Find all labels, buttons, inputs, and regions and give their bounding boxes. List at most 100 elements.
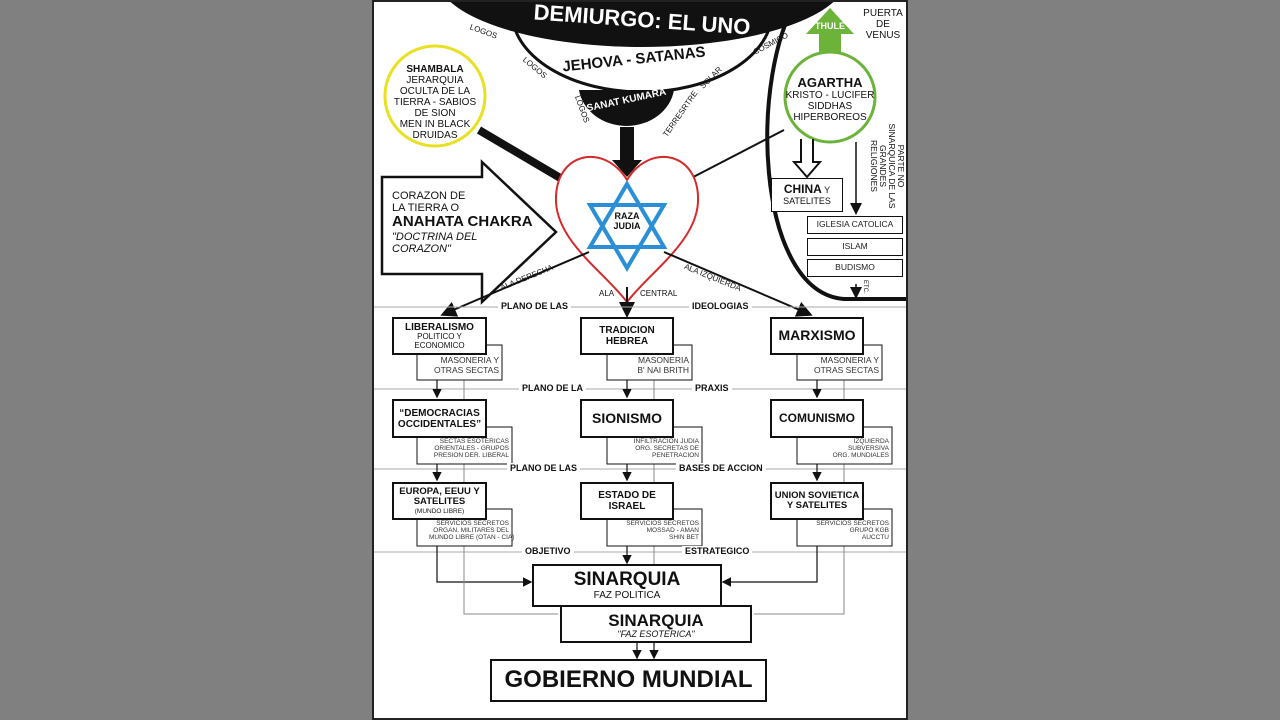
agartha-circle [783,50,877,144]
side-line: PRESION DER. LIBERAL [433,451,509,459]
ala-central-1: ALA [599,289,615,298]
sinarquia-title: SINARQUIA [573,568,681,590]
agartha-line: HIPERBOREOS [793,112,867,124]
thule-arrow-shaft [819,32,841,57]
religion-item: BUDISMO [807,259,903,277]
side-line: PENETRACION [652,451,699,459]
plane-label: ESTRATEGICO [682,546,753,556]
shambala-line: OCULTA DE LA [399,86,471,97]
israel-box: ESTADO DE ISRAEL [580,482,674,520]
down-arrow [612,160,642,177]
ala-central-2: CENTRAL [640,289,678,298]
plane-label: PRAXIS [692,383,732,393]
side-line: MASONERIA [637,355,689,365]
side-line: MOSSAD - AMAN [646,526,699,534]
agartha-title: AGARTHA [797,75,863,90]
agartha-line: KRISTO - LUCIFER [785,90,875,102]
china-title: CHINA [783,182,822,197]
shambala-line: TIERRA - SABIOS [393,97,477,108]
side-line: GRUPO KGB [849,526,889,534]
down-arrow-shaft [620,127,634,162]
shambala-line: JERARQUIA [406,75,464,86]
anahata-label: ANAHATA CHAKRA [392,213,533,231]
corazon-line: LA TIERRA O [392,202,460,215]
box-sub: (MUNDO LIBRE) [414,507,465,515]
corazon-line: "DOCTRINA DEL [392,230,478,243]
sinarquia-esoterica-box: SINARQUIA"FAZ ESOTERICA" [560,605,752,643]
china-y: Y [824,185,831,196]
puerta-line: PUERTA [863,8,903,19]
plane-label: OBJETIVO [522,546,574,556]
plane-label: PLANO DE LA [519,383,587,393]
box-title: EUROPA, EEUU Y SATELITES [399,485,480,508]
corazon-text: CORAZON DE LA TIERRA O ANAHATA CHAKRA "D… [392,190,533,255]
marxismo-box: MARXISMO [770,317,864,355]
thule-label: THULE [815,21,845,31]
demiurgo-shape [450,2,834,47]
shambala-circle [383,44,487,148]
plane-label: PLANO DE LAS [498,301,572,311]
sinarquia-sub: "FAZ ESOTERICA" [617,629,695,640]
diagram-lines [374,2,906,660]
diagram: DEMIURGO: EL UNO JEHOVA - SATANAS SANAT … [372,0,908,720]
sionismo-box: SIONISMO [580,399,674,438]
europa-box: EUROPA, EEUU Y SATELITES(MUNDO LIBRE) [392,482,487,520]
side-line: MASONERIA Y [820,355,879,365]
side-line: SUBVERSIVA [847,444,889,452]
star-of-david [586,180,668,272]
corazon-arrow [380,159,558,305]
ala-izquierda-arrow [663,251,813,317]
side-line: SERVICIOS SECRETOS [626,520,699,527]
corazon-line: CORAZON" [392,242,451,255]
comunismo-box: COMUNISMO [770,399,864,438]
side-line: MUNDO LIBRE (OTAN - CIA) [429,533,515,541]
agartha-line: SIDDHAS [807,101,853,113]
side-line: INFILTRACION JUDIA [633,438,699,445]
religion-item: IGLESIA CATOLICA [807,216,903,234]
sinarquia-sub: FAZ POLITICA [593,590,661,602]
side-line: OTRAS SECTAS [814,364,880,375]
plane-label: BASES DE ACCION [676,463,766,473]
ala-derecha-arrow [440,251,590,317]
gobierno-mundial-box: GOBIERNO MUNDIAL [490,659,767,702]
shambala-line: DE SION [414,108,456,119]
side-line: SERVICIOS SECRETOS [816,520,889,527]
agartha-region-arc [765,2,906,301]
side-line: ORIENTALES - GRUPOS [434,444,509,452]
china-arrow [791,139,823,179]
side-line: MASONERIA Y [440,355,499,365]
china-box: CHINA Y SATELITES [771,178,843,212]
side-line: ORGAN. MILITARES DEL [433,526,509,534]
side-line: ORG. MUNDIALES [832,451,889,459]
side-line: IZQUIERDA [853,438,889,445]
raza-line: RAZA [614,211,640,221]
tradicion-hebrea-box: TRADICION HEBREA [580,317,674,355]
thule-arrow [806,8,854,34]
side-line: ORG. SECRETAS DE [635,444,699,452]
shambala-title: SHAMBALA [406,64,464,75]
side-line: SERVICIOS SECRETOS [436,520,509,527]
religion-item: ISLAM [807,238,903,256]
etc-label: ETC. [862,280,868,294]
plane-label: PLANO DE LAS [507,463,581,473]
sanat-kumara-shape [579,90,674,126]
side-line: OTRAS SECTAS [434,364,500,375]
puerta-line: VENUS [865,30,901,41]
side-line: SECTAS ESOTERICAS [439,438,509,445]
shambala-line: DRUIDAS [412,130,458,141]
side-line: B' NAI BRITH [637,364,689,375]
shambala-text: SHAMBALA JERARQUIA OCULTA DE LA TIERRA -… [385,64,485,141]
raza-line: JUDIA [613,220,641,231]
shambala-line: MEN IN BLACK [399,119,471,130]
